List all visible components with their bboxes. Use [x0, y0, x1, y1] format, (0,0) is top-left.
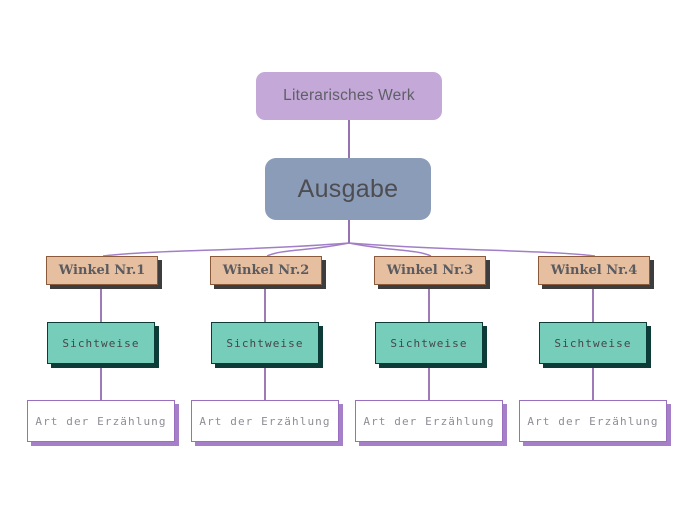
node-winkel-1[interactable]: Winkel Nr.1: [46, 256, 158, 285]
node-art-der-erzaehlung-1[interactable]: Art der Erzählung: [27, 400, 175, 442]
edge-hub-to-angle-4: [348, 242, 596, 257]
node-art-der-erzaehlung-3-label: Art der Erzählung: [363, 414, 495, 428]
node-ausgabe-label: Ausgabe: [297, 174, 399, 203]
edge-hub-to-angle-1: [102, 242, 350, 257]
node-sichtweise-3-label: Sichtweise: [390, 336, 468, 350]
node-sichtweise-2-label: Sichtweise: [226, 336, 304, 350]
node-art-der-erzaehlung-3[interactable]: Art der Erzählung: [355, 400, 503, 442]
node-art-der-erzaehlung-1-label: Art der Erzählung: [35, 414, 167, 428]
node-winkel-3-label: Winkel Nr.3: [386, 263, 474, 278]
edge-hub-to-angle-2: [266, 242, 350, 257]
node-literarisches-werk[interactable]: Literarisches Werk: [256, 72, 442, 120]
node-sichtweise-4[interactable]: Sichtweise: [539, 322, 647, 364]
node-literarisches-werk-label: Literarisches Werk: [283, 87, 415, 104]
node-art-der-erzaehlung-2-label: Art der Erzählung: [199, 414, 331, 428]
node-art-der-erzaehlung-2[interactable]: Art der Erzählung: [191, 400, 339, 442]
node-sichtweise-3[interactable]: Sichtweise: [375, 322, 483, 364]
node-winkel-4[interactable]: Winkel Nr.4: [538, 256, 650, 285]
edge-hub-to-angle-3: [348, 242, 432, 257]
node-sichtweise-1-label: Sichtweise: [62, 336, 140, 350]
node-sichtweise-1[interactable]: Sichtweise: [47, 322, 155, 364]
node-art-der-erzaehlung-4[interactable]: Art der Erzählung: [519, 400, 667, 442]
node-winkel-1-label: Winkel Nr.1: [58, 263, 146, 278]
node-winkel-2[interactable]: Winkel Nr.2: [210, 256, 322, 285]
node-sichtweise-4-label: Sichtweise: [554, 336, 632, 350]
node-winkel-4-label: Winkel Nr.4: [550, 263, 638, 278]
node-winkel-2-label: Winkel Nr.2: [222, 263, 310, 278]
node-ausgabe[interactable]: Ausgabe: [265, 158, 431, 220]
node-winkel-3[interactable]: Winkel Nr.3: [374, 256, 486, 285]
node-art-der-erzaehlung-4-label: Art der Erzählung: [527, 414, 659, 428]
node-sichtweise-2[interactable]: Sichtweise: [211, 322, 319, 364]
